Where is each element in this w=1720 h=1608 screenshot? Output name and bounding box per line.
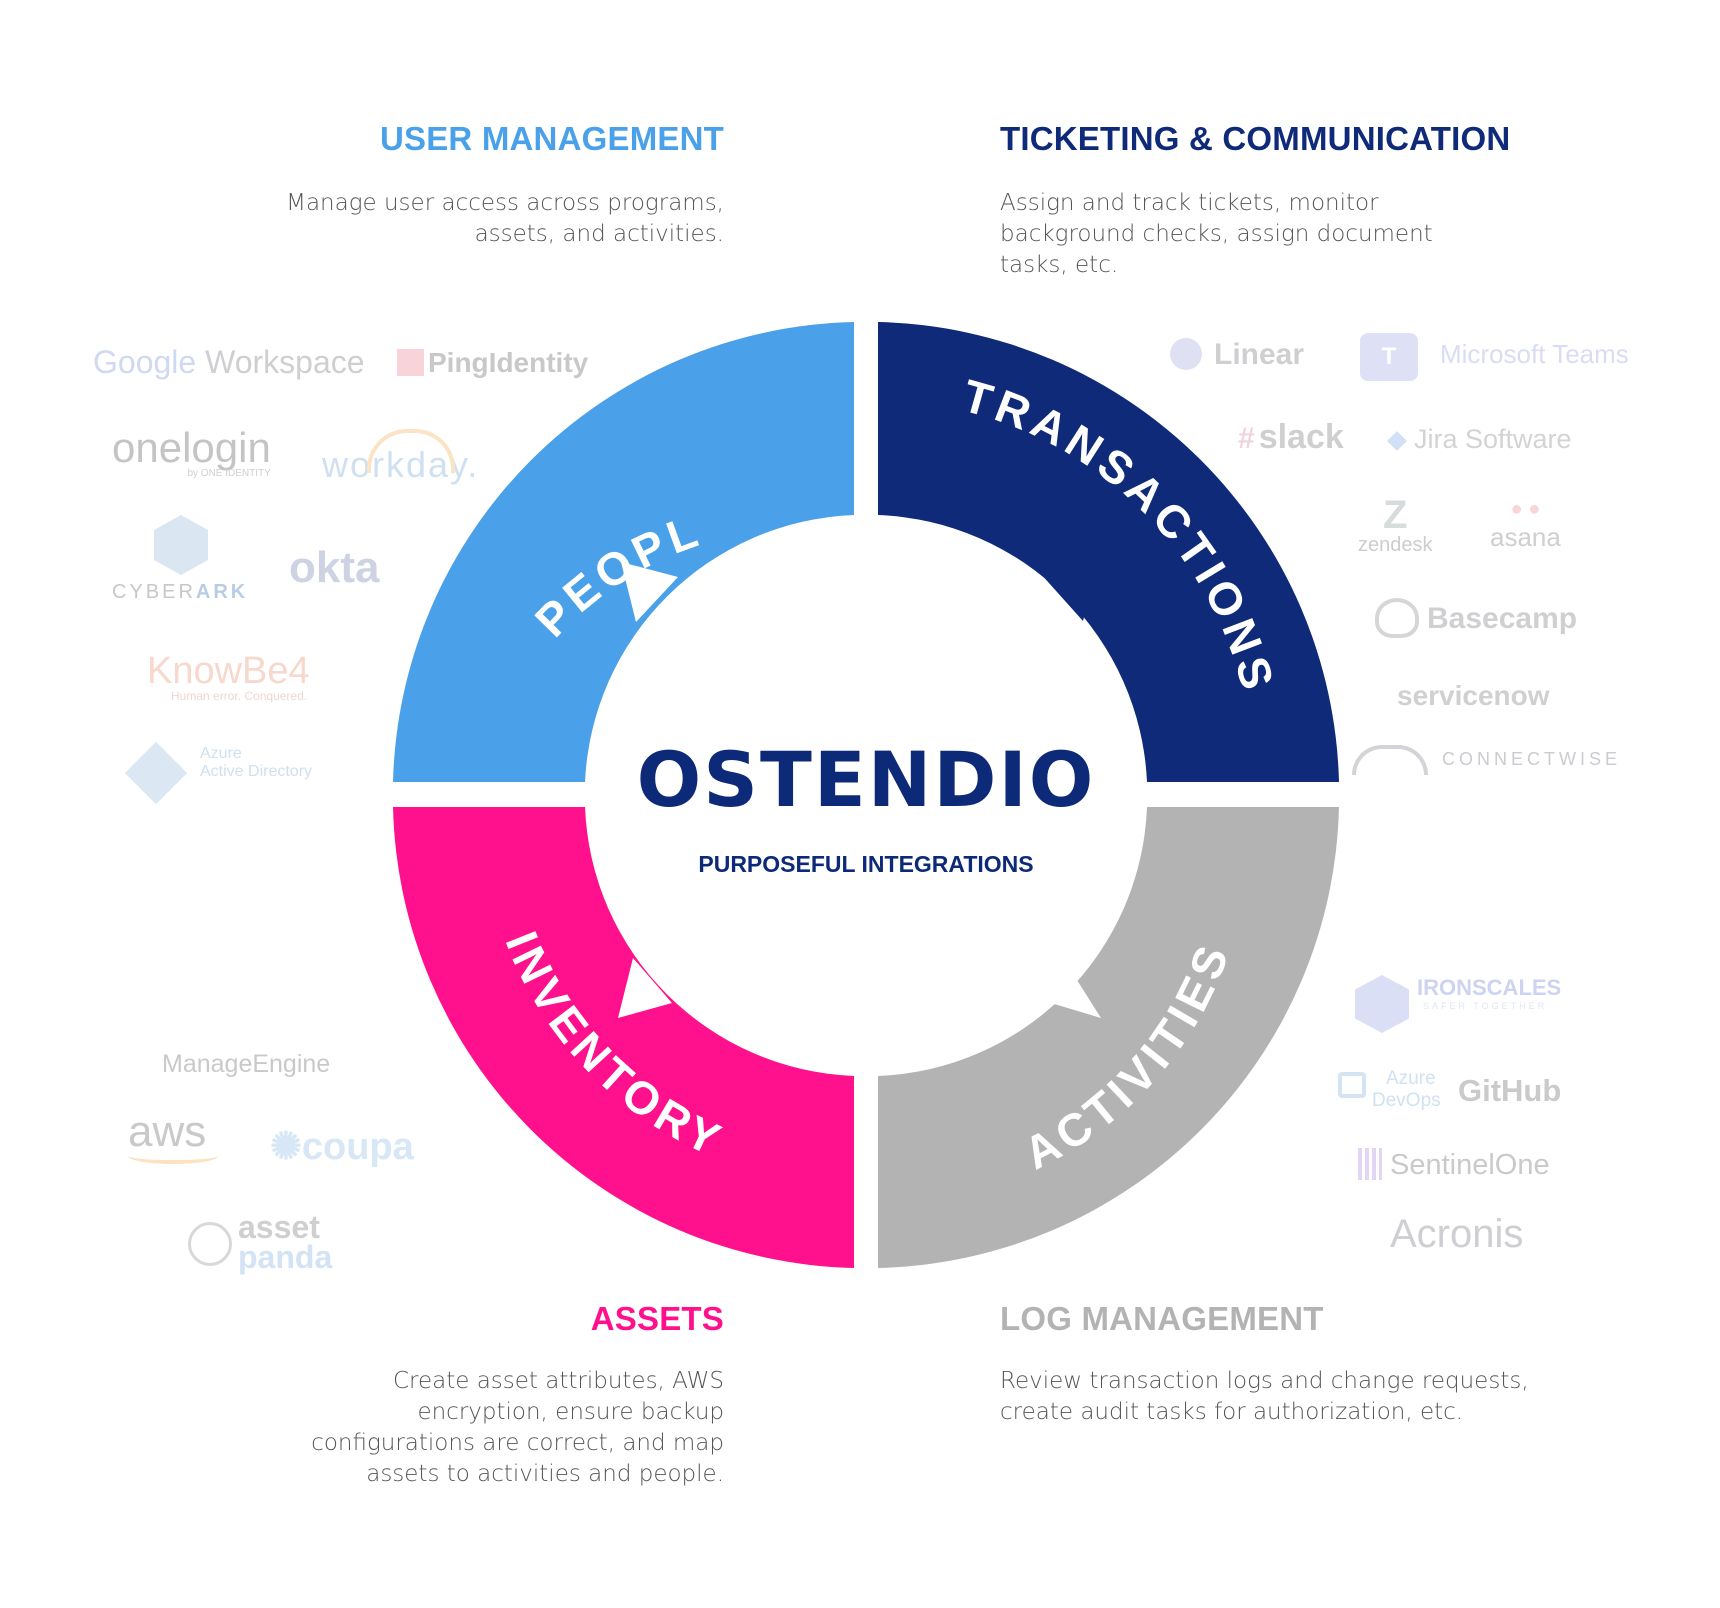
panda-wordmark: panda: [238, 1239, 333, 1275]
okta-logo: okta: [289, 543, 380, 592]
linear-circle-icon: [1170, 338, 1202, 370]
jira-software-logo: Jira Software: [1387, 424, 1572, 455]
basecamp-logo: Basecamp: [1375, 598, 1577, 638]
zendesk-z-icon: Z: [1383, 493, 1408, 537]
azure-devops-line2: DevOps: [1372, 1090, 1441, 1111]
desc-line: configurations are correct, and map: [311, 1430, 724, 1456]
zendesk-logo: Z zendesk: [1358, 493, 1433, 556]
cyberark-cube-icon: [154, 515, 208, 575]
asset-panda-logo: asset panda: [188, 1209, 333, 1275]
servicenow-logo: servicenow: [1397, 680, 1550, 711]
aws-smile-icon: [128, 1148, 218, 1164]
ironscales-logo: IRONSCALES SAFER TOGETHER: [1355, 975, 1562, 1033]
brand-logo: OSTENDIO: [637, 735, 1096, 824]
ironscales-sub: SAFER TOGETHER: [1423, 1001, 1548, 1011]
ticketing-description: Assign and track tickets, monitor backgr…: [1000, 188, 1433, 281]
asana-logo: ● ● asana: [1490, 498, 1561, 552]
cyberark-logo: CYBERARK: [112, 515, 248, 604]
tagline: PURPOSEFUL INTEGRATIONS: [698, 851, 1033, 877]
slack-logo: #slack: [1238, 418, 1344, 456]
aws-wordmark: aws: [128, 1107, 207, 1156]
log-management-title: LOG MANAGEMENT: [1000, 1300, 1324, 1337]
microsoft-teams-logo: T Microsoft Teams: [1360, 325, 1629, 383]
jira-diamond-icon: [1387, 431, 1407, 451]
connectwise-arc-icon: [1352, 745, 1428, 775]
user-management-description: Manage user access across programs, asse…: [286, 188, 724, 250]
onelogin-wordmark: onelogin: [112, 424, 271, 471]
user-management-title: USER MANAGEMENT: [379, 120, 724, 157]
ironscales-hex-icon: [1355, 975, 1409, 1033]
github-logo: GitHub: [1458, 1073, 1562, 1108]
activities-segment: [878, 807, 1339, 1268]
desc-line: tasks, etc.: [1000, 252, 1119, 278]
transactions-segment: [878, 322, 1339, 782]
manageengine-logo: ManageEngine: [162, 1050, 331, 1078]
aws-logo: aws: [128, 1110, 218, 1164]
google-wordmark: Google: [93, 344, 197, 380]
coupa-burst-icon: ✺: [270, 1126, 302, 1168]
arrow-notch-transactions: [1040, 562, 1098, 621]
workspace-wordmark: Workspace: [205, 344, 365, 380]
knowbe4-logo: KnowBe4 Human error. Conquered.: [147, 650, 310, 703]
azure-ad-line2: Active Directory: [200, 763, 313, 780]
desc-line: Review transaction logs and change reque…: [1000, 1368, 1529, 1394]
azure-devops-line1: Azure: [1386, 1068, 1436, 1089]
connectwise-logo: CONNECTWISE: [1352, 745, 1621, 775]
azure-devops-logo: Azure DevOps: [1338, 1068, 1441, 1112]
desc-line: assets, and activities.: [474, 221, 724, 247]
asana-dots-icon: ● ●: [1510, 498, 1541, 520]
inventory-segment: [393, 807, 854, 1268]
people-segment: [393, 322, 854, 782]
basecamp-icon: [1375, 598, 1419, 638]
center-disc: [598, 526, 1134, 1062]
ticketing-communication-title: TICKETING & COMMUNICATION: [1000, 120, 1511, 157]
acronis-logo: Acronis: [1390, 1212, 1524, 1256]
arrow-notch-people: [621, 562, 678, 622]
desc-line: create audit tasks for authorization, et…: [1000, 1399, 1464, 1425]
ping-square-icon: [397, 349, 424, 376]
asset-wordmark: asset: [238, 1209, 320, 1245]
assets-description: Create asset attributes, AWS encryption,…: [311, 1366, 724, 1490]
panda-icon: [188, 1222, 232, 1266]
cyberark-wordmark: CYBERARK: [112, 581, 249, 603]
coupa-logo: ✺coupa: [270, 1126, 414, 1168]
ping-wordmark: PingIdentity: [428, 347, 589, 378]
onelogin-logo: onelogin by ONE IDENTITY: [112, 424, 271, 479]
ping-identity-logo: PingIdentity: [397, 347, 588, 379]
azure-ad-logo: Azure Active Directory: [124, 741, 313, 805]
ironscales-wordmark: IRONSCALES: [1417, 975, 1562, 1000]
slack-hash-icon: #: [1238, 422, 1255, 455]
log-management-description: Review transaction logs and change reque…: [1000, 1366, 1529, 1428]
sentinelone-bars-icon: [1358, 1148, 1382, 1180]
google-workspace-logo: Google Workspace: [93, 344, 365, 381]
desc-line: Create asset attributes, AWS: [392, 1368, 724, 1394]
teams-icon: T: [1360, 333, 1418, 381]
azure-devops-icon: [1338, 1072, 1366, 1098]
desc-line: background checks, assign document: [1000, 221, 1433, 247]
desc-line: Manage user access across programs,: [286, 190, 724, 216]
desc-line: Assign and track tickets, monitor: [1000, 190, 1379, 216]
knowbe4-sub: Human error. Conquered.: [171, 689, 308, 703]
onelogin-sub: by ONE IDENTITY: [187, 468, 271, 479]
workday-logo: workday.: [322, 429, 479, 486]
desc-line: assets to activities and people.: [366, 1461, 724, 1487]
linear-logo: Linear: [1170, 338, 1304, 372]
knowbe4-wordmark: KnowBe4: [147, 650, 310, 692]
desc-line: encryption, ensure backup: [417, 1399, 724, 1425]
arrow-notch-inventory: [618, 958, 672, 1018]
arrow-notch-activities: [1051, 958, 1101, 1018]
sentinelone-logo: SentinelOne: [1358, 1148, 1550, 1182]
azure-ad-line1: Azure: [200, 745, 242, 762]
assets-title: ASSETS: [590, 1300, 724, 1337]
